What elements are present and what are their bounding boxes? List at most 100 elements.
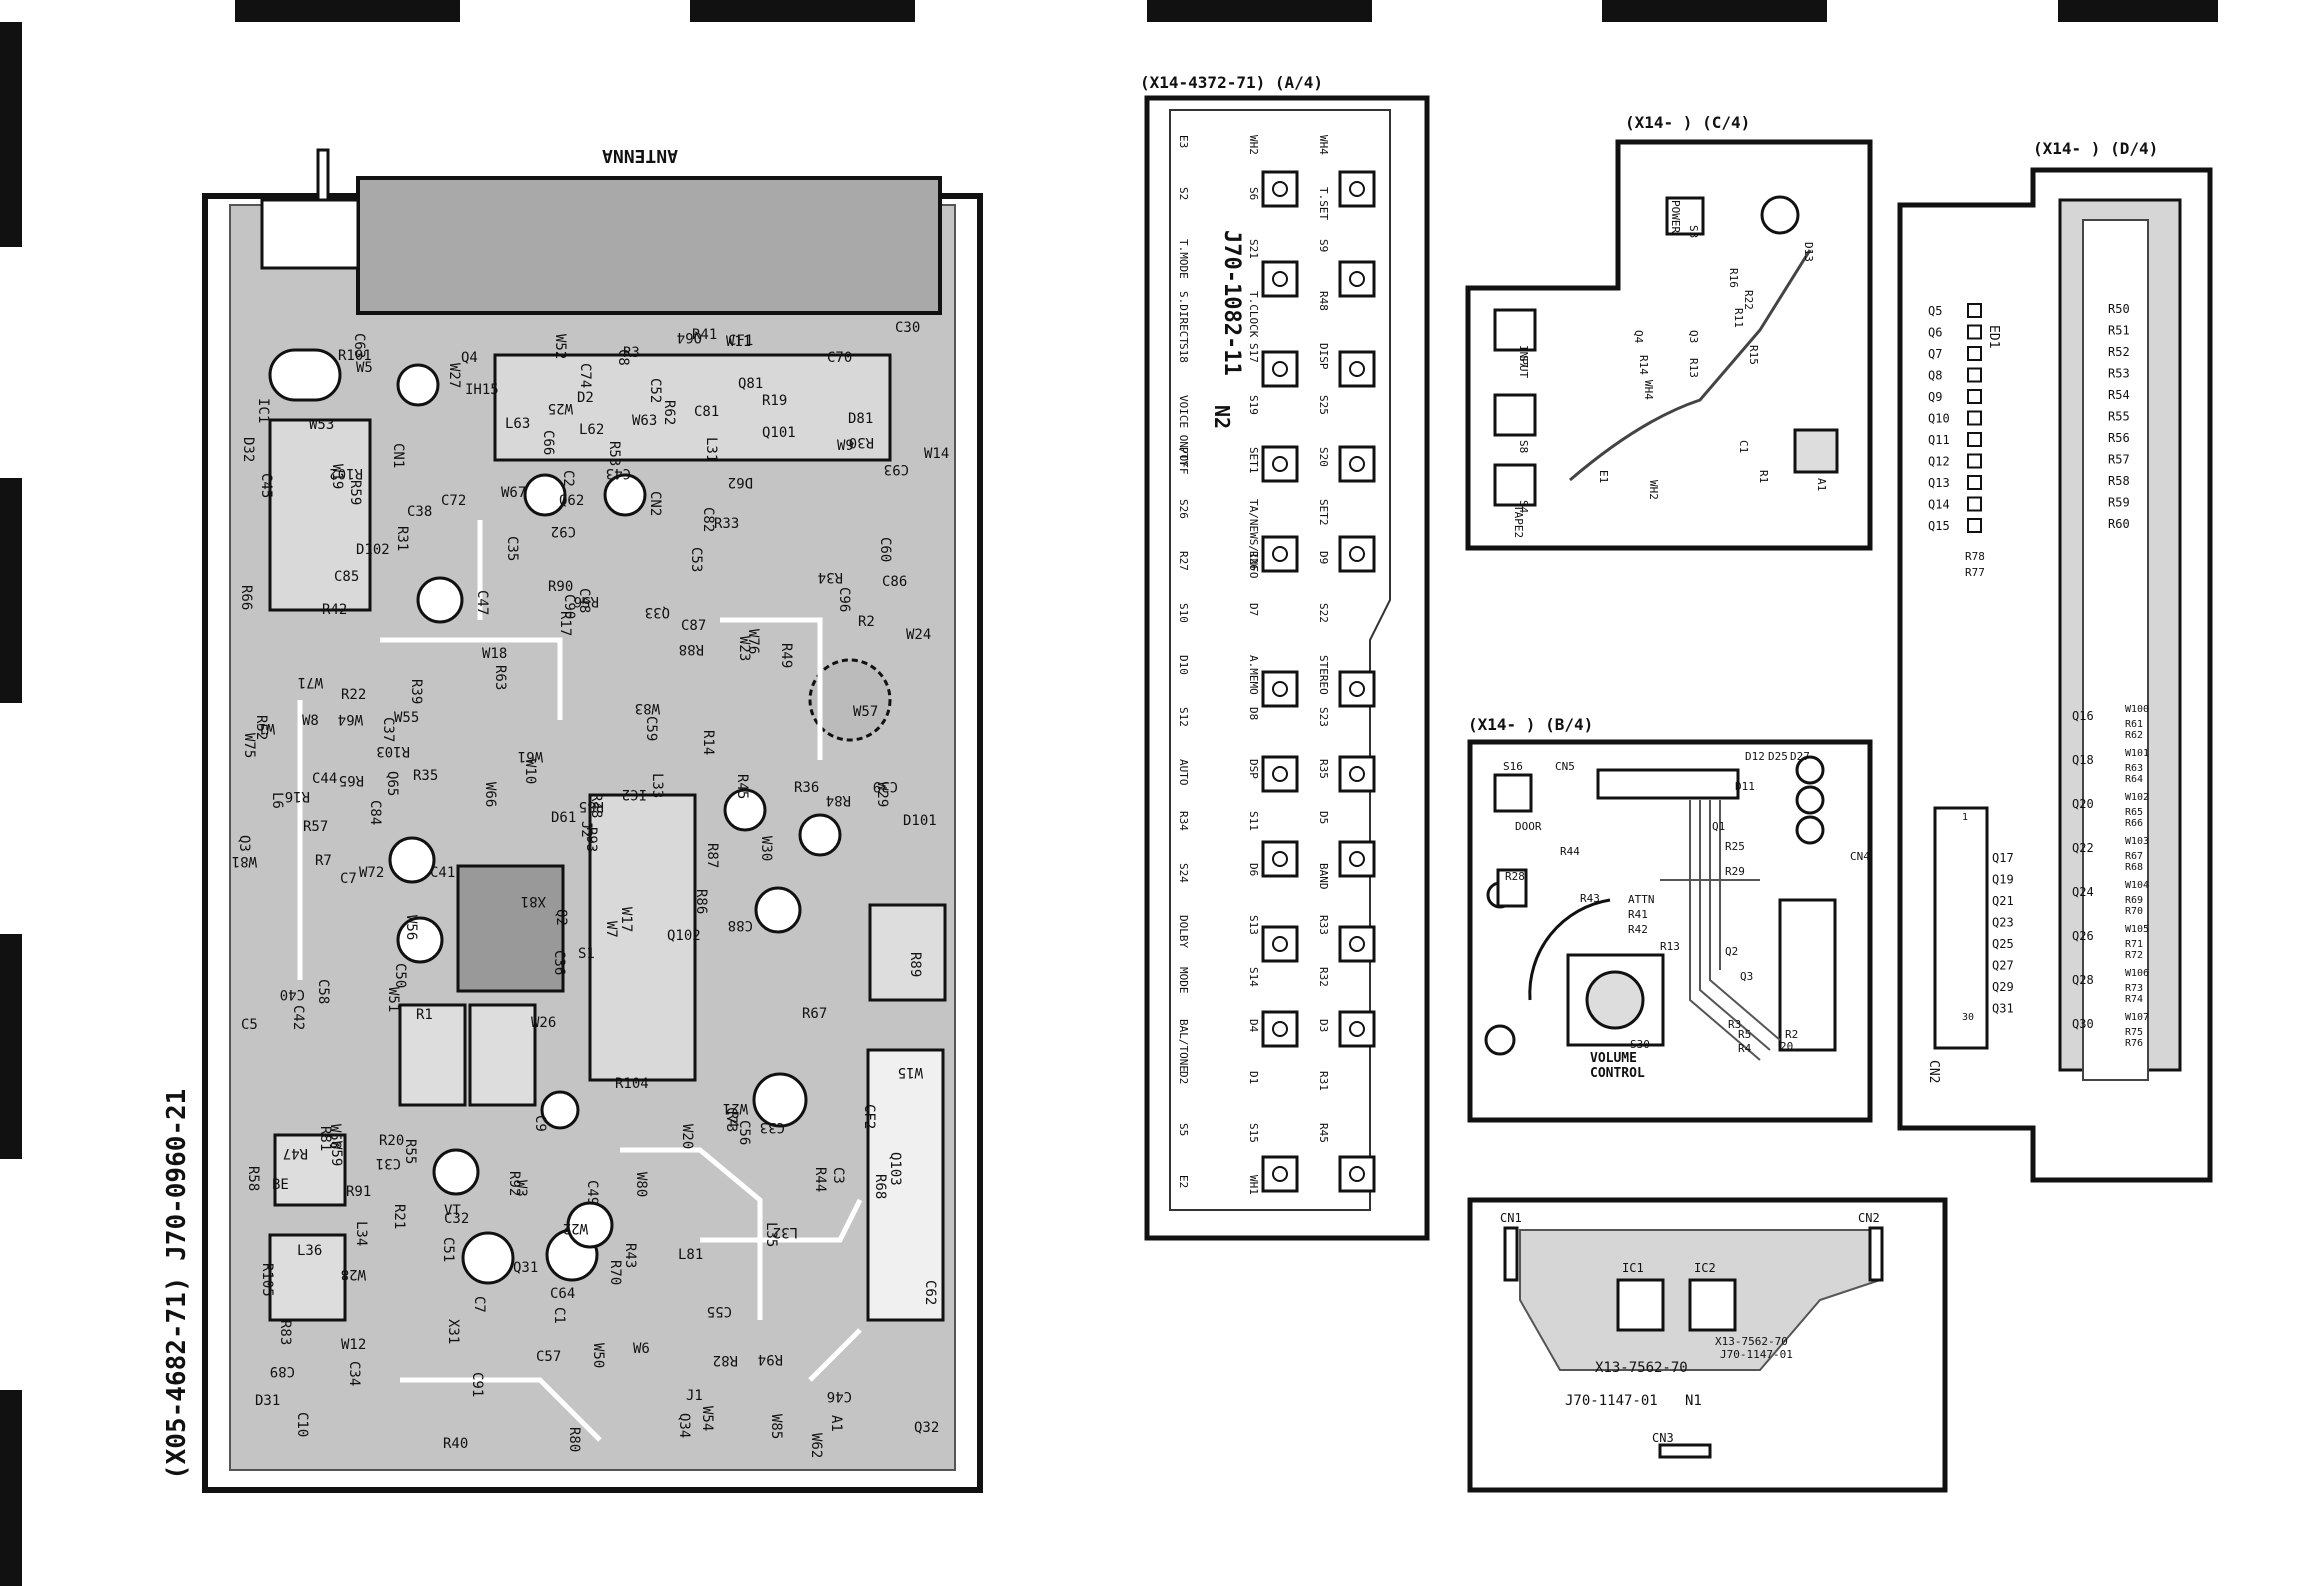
ic1-board-e xyxy=(1616,1278,1665,1332)
transistor-pad xyxy=(1967,453,1982,469)
main-component-label: W3 xyxy=(513,1180,529,1197)
board-e-label: X13-7562-70 xyxy=(1715,1335,1788,1348)
main-component-label: R84 xyxy=(826,792,851,808)
board-d-r-label: R76 xyxy=(2125,1038,2143,1049)
board-d-q-label: Q9 xyxy=(1928,390,1942,404)
main-component-label: D102 xyxy=(356,542,390,558)
main-component-label: W7 xyxy=(603,921,619,938)
main-component-label: Q2 xyxy=(553,909,569,926)
board-d-q-label: Q31 xyxy=(1992,1002,2014,1016)
board-c-component-label: R16 xyxy=(1727,268,1740,288)
switch-contact xyxy=(1349,546,1365,562)
board-a-component-label: D7 xyxy=(1247,603,1260,616)
main-component-label: W62 xyxy=(808,1433,824,1458)
main-component-label: W54 xyxy=(699,1406,715,1431)
board-d-w-label: W107 xyxy=(2125,1012,2149,1023)
board-d-q-label: Q16 xyxy=(2072,709,2094,723)
main-component-label: C93 xyxy=(884,461,909,477)
board-d-q-label: Q13 xyxy=(1928,476,1950,490)
board-a-component-label: S11 xyxy=(1247,811,1260,831)
board-d-q-label: Q25 xyxy=(1992,937,2014,951)
main-component-label: R7 xyxy=(315,853,332,869)
transistor-pad xyxy=(1967,389,1982,404)
main-component-label: C64 xyxy=(550,1286,575,1302)
board-b-component-label: R3 xyxy=(1728,1018,1741,1031)
switch-pad xyxy=(1261,925,1299,963)
board-a-component-label: S21 xyxy=(1247,239,1260,259)
main-component-label: W50 xyxy=(590,1343,606,1368)
board-d-q-label: Q30 xyxy=(2072,1017,2094,1031)
main-component-label: W76 xyxy=(745,629,761,654)
board-d-r-label: R61 xyxy=(2125,719,2143,730)
main-component-label: C30 xyxy=(895,320,920,336)
transistor-pad xyxy=(1967,518,1982,533)
main-component-label: C7 xyxy=(471,1296,487,1313)
board-a-component-label: S25 xyxy=(1317,395,1330,415)
board-a-component-label: WH2 xyxy=(1247,135,1260,155)
main-component-label: W22 xyxy=(563,1220,588,1236)
main-component-label: R68 xyxy=(872,1174,888,1199)
main-component-label: R59 xyxy=(347,480,363,505)
main-component-label: C55 xyxy=(707,1303,732,1319)
ic1-chip xyxy=(588,793,697,1082)
board-a-component-label: E3 xyxy=(1177,135,1190,148)
board-c-component-label: WH4 xyxy=(1642,380,1655,400)
main-component-label: C41 xyxy=(430,865,455,881)
transistor-pad xyxy=(1967,496,1982,512)
board-d-r-label: R65 xyxy=(2125,807,2143,818)
board-c-component-label: A1 xyxy=(1815,478,1828,491)
board-a-component-label: S9 xyxy=(1317,239,1330,252)
switch-pad xyxy=(1261,755,1299,793)
main-component-label: C73 xyxy=(723,1107,739,1132)
board-c-component-label: R14 xyxy=(1637,355,1650,375)
switch-pad xyxy=(1338,170,1376,208)
main-component-label: L63 xyxy=(505,416,530,432)
main-component-label: C89 xyxy=(270,1363,295,1379)
main-component-label: R85 xyxy=(579,798,604,814)
main-component-label: W8 xyxy=(302,713,319,729)
main-component-label: L35 xyxy=(763,1222,779,1247)
board-b-component-label: D25 xyxy=(1768,750,1788,763)
board-d-q-label: Q12 xyxy=(1928,455,1950,469)
board-d-r-label: R75 xyxy=(2125,1027,2143,1038)
main-component-label: R35 xyxy=(413,768,438,784)
main-component-label: C66 xyxy=(540,430,556,455)
board-a-component-label: D5 xyxy=(1317,811,1330,824)
switch-pad xyxy=(1261,1155,1299,1193)
board-b-component-label: R13 xyxy=(1660,940,1680,953)
main-component-label: C90 xyxy=(561,594,577,619)
main-component-label: R91 xyxy=(346,1184,371,1200)
main-component-label: R93 xyxy=(583,827,599,852)
main-component-label: D61 xyxy=(551,810,576,826)
main-component-label: W23 xyxy=(736,636,752,661)
switch-contact xyxy=(1272,1166,1288,1182)
main-component-label: C52 xyxy=(647,378,663,403)
main-component-label: R86 xyxy=(693,889,709,914)
board-a-component-label: S12 xyxy=(1177,707,1190,727)
board-d-r-label: R67 xyxy=(2125,851,2143,862)
board-b-component-label: S16 xyxy=(1503,760,1523,773)
main-component-label: X31 xyxy=(445,1319,461,1344)
main-component-label: BE xyxy=(272,1177,289,1193)
main-component-label: R57 xyxy=(303,819,328,835)
board-d-ed1-label: ED1 xyxy=(1986,325,2001,348)
main-component-label: R36 xyxy=(794,780,819,796)
main-component-label: W63 xyxy=(632,413,657,429)
board-a-component-label: WH1 xyxy=(1247,1175,1260,1195)
board-a-component-label: S18 xyxy=(1177,343,1190,363)
main-component-label: C3 xyxy=(830,1167,846,1184)
board-a-component-label: S24 xyxy=(1177,863,1190,883)
main-component-label: L81 xyxy=(678,1247,703,1263)
board-d-r-label: R70 xyxy=(2125,906,2143,917)
transistor-pad xyxy=(1967,367,1982,383)
board-b-component-label: D11 xyxy=(1735,780,1755,793)
main-component-label: R4 xyxy=(724,1111,740,1128)
board-b-component-label: D27 xyxy=(1790,750,1810,763)
main-component-label: R92 xyxy=(506,1171,522,1196)
main-component-label: W20 xyxy=(679,1124,695,1149)
main-component-label: R66 xyxy=(238,585,254,610)
left-register-marks xyxy=(0,22,22,1586)
